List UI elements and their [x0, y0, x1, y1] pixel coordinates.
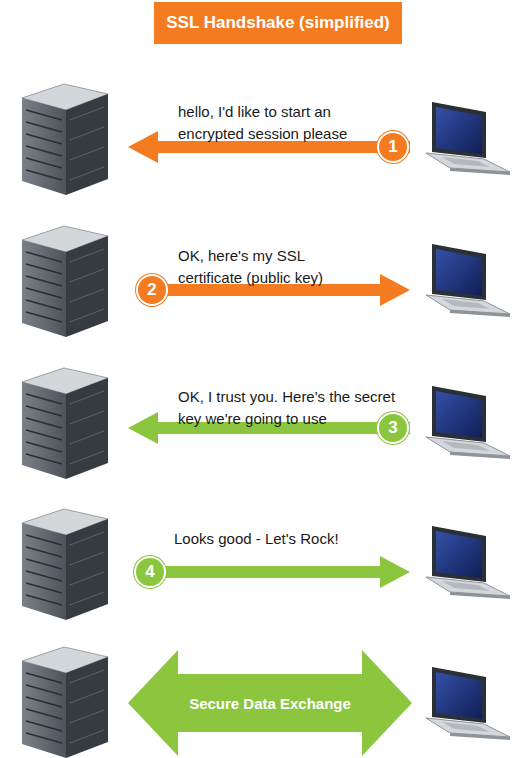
- server-icon: [22, 368, 108, 479]
- laptop-icon: [426, 102, 510, 175]
- server-icon: [22, 84, 108, 195]
- callout-number: 4: [145, 562, 154, 582]
- message-arrow: [150, 556, 410, 588]
- laptop-icon: [426, 386, 510, 459]
- callout-number: 1: [388, 137, 397, 157]
- message-text: hello, I'd like to start an encrypted se…: [178, 101, 388, 145]
- exchange-arrow: Secure Data Exchange: [128, 650, 412, 756]
- callout-number: 3: [388, 418, 397, 438]
- message-text: OK, I trust you. Here's the secret key w…: [178, 386, 396, 430]
- step-number: 3: [377, 412, 409, 444]
- callout-number: 2: [147, 280, 156, 300]
- laptop-icon: [426, 667, 510, 740]
- server-icon: [22, 226, 108, 337]
- message-text: OK, here's my SSL certificate (public ke…: [178, 245, 358, 289]
- step-number: 1: [377, 131, 409, 163]
- server-icon: [22, 647, 108, 758]
- double-arrow-shape: [128, 650, 412, 756]
- step-number: 4: [134, 556, 166, 588]
- laptop-icon: [426, 244, 510, 317]
- step-number: 2: [136, 274, 168, 306]
- laptop-icon: [426, 526, 510, 599]
- message-text: Looks good - Let's Rock!: [174, 528, 414, 550]
- exchange-label: Secure Data Exchange: [189, 695, 351, 712]
- server-icon: [22, 509, 108, 620]
- diagram-title: SSL Handshake (simplified): [166, 13, 390, 32]
- title-banner: SSL Handshake (simplified): [154, 2, 402, 44]
